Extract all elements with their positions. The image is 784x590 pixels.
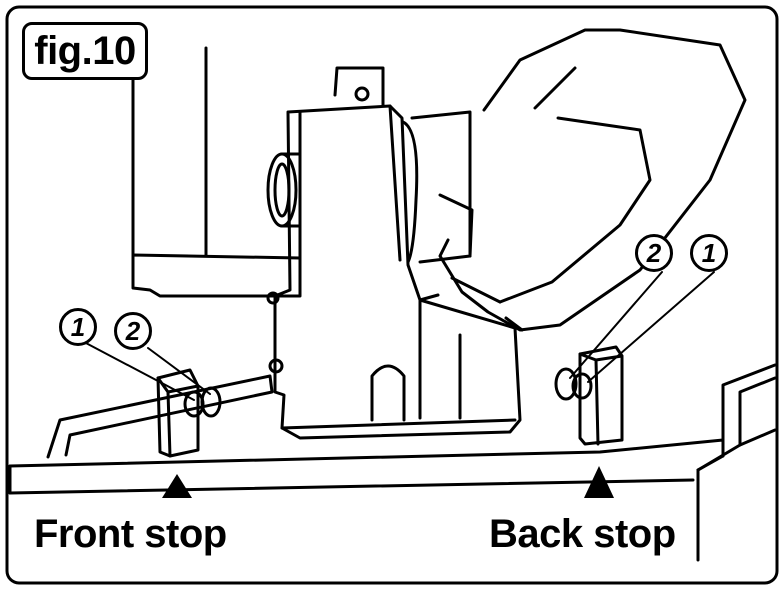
callout-back-1: 1 — [690, 234, 728, 272]
left-ramp — [46, 374, 274, 459]
angled-arm — [438, 28, 747, 332]
back-stop-arrow — [584, 466, 614, 498]
callout-back-2: 2 — [635, 234, 673, 272]
tab-hole — [354, 86, 370, 102]
front-screws — [183, 386, 222, 418]
back-screws — [554, 367, 593, 401]
front-stop-caption: Front stop — [34, 512, 227, 556]
body-screw-bottom — [268, 358, 284, 374]
figure-border — [5, 5, 779, 585]
side-boss — [266, 152, 302, 228]
top-tab — [333, 66, 385, 107]
side-panel — [696, 363, 777, 472]
figure-label: fig.10 — [22, 22, 148, 80]
back-stop-caption: Back stop — [489, 512, 676, 556]
rear-cylinder — [401, 110, 472, 302]
front-stop-arrow — [162, 474, 192, 498]
leader-lines — [83, 271, 715, 401]
body-screw-top — [266, 291, 280, 305]
housing-body — [273, 104, 522, 440]
horizontal-arm — [131, 253, 302, 298]
callout-front-1: 1 — [59, 308, 97, 346]
callout-front-2: 2 — [114, 312, 152, 350]
arch-opening — [370, 364, 406, 422]
